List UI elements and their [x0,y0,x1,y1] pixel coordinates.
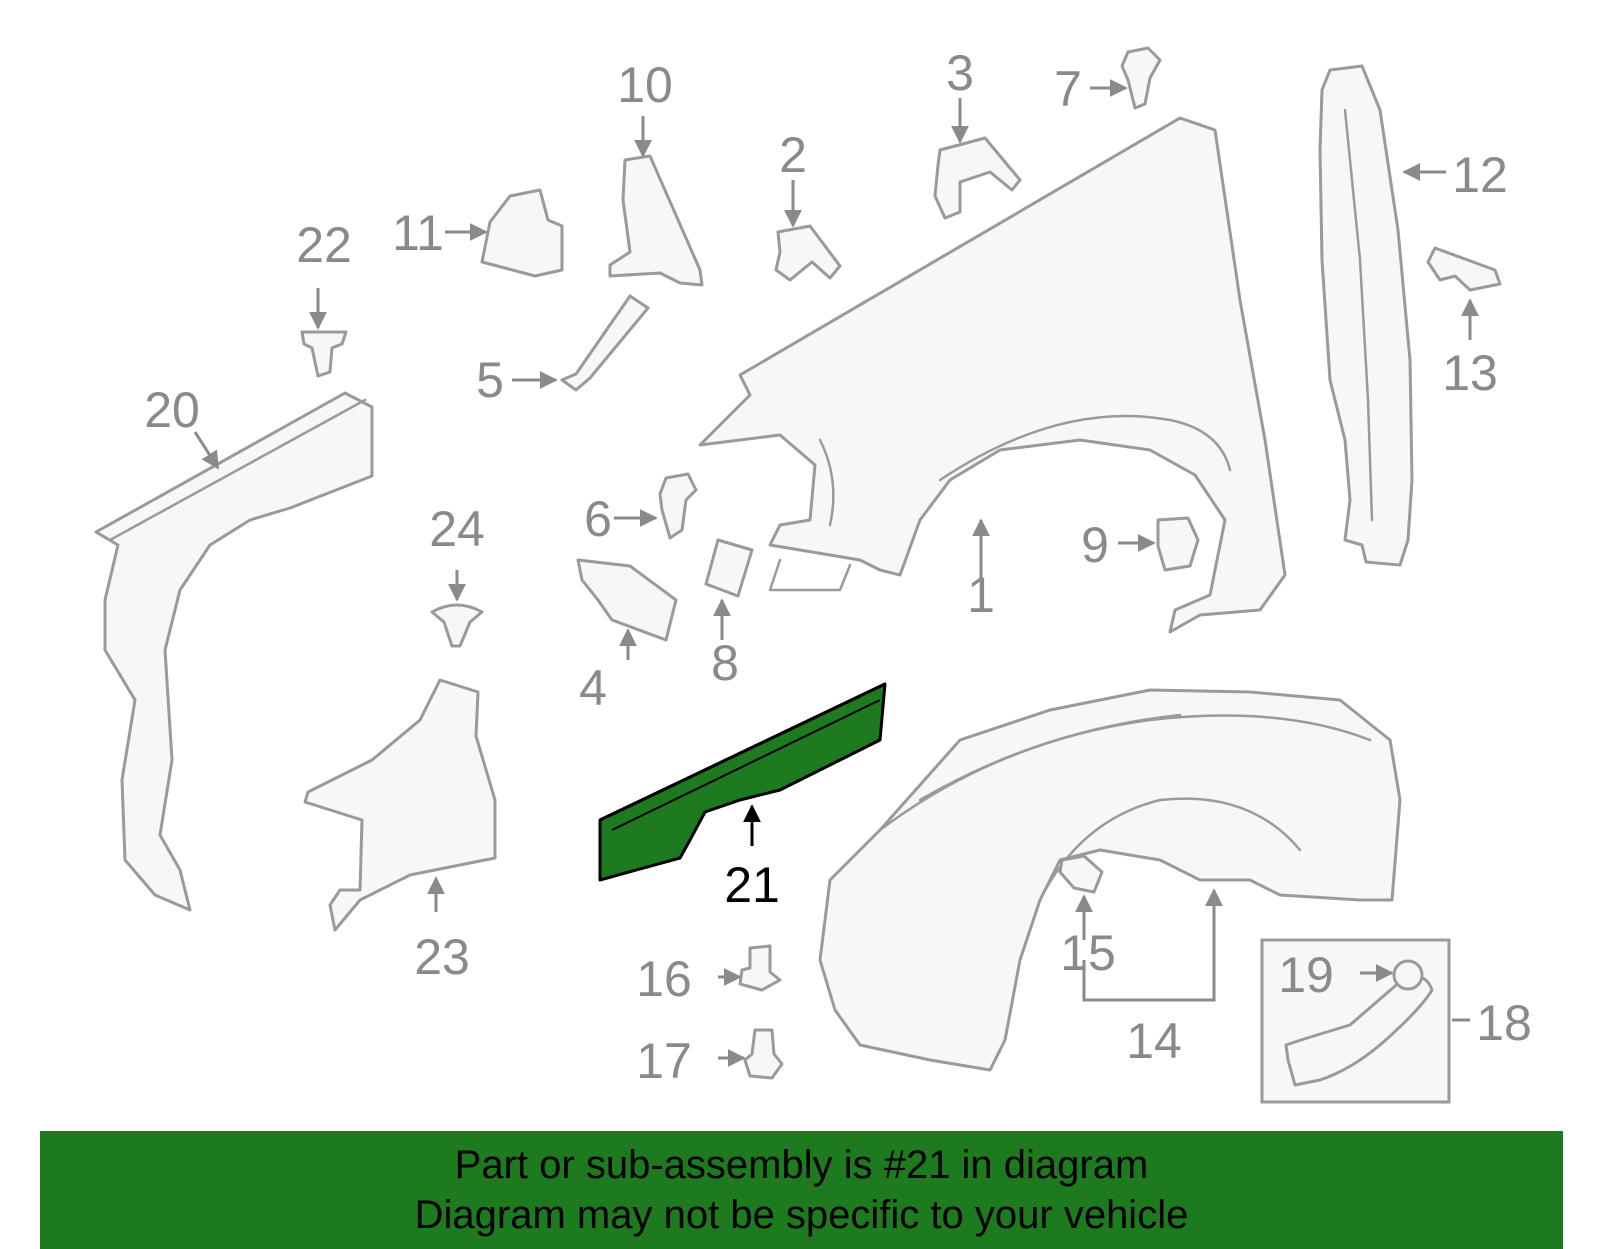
part-2-clip[interactable] [774,224,842,282]
part-16-stud[interactable] [738,944,782,992]
part-20-inner-panel[interactable] [94,391,374,912]
callout-4: 4 [579,660,607,716]
part-21-highlighted-panel[interactable] [598,682,887,882]
callout-18: 18 [1476,995,1532,1051]
part-13-clip[interactable] [1426,246,1502,292]
part-12-side-panel[interactable] [1318,64,1414,567]
part-22-push-pin[interactable] [300,330,348,378]
part-4-bracket[interactable] [576,558,678,642]
callout-22: 22 [296,217,352,273]
callout-19: 19 [1278,947,1334,1003]
part-17-bolt[interactable] [743,1028,784,1080]
info-banner: Part or sub-assembly is #21 in diagram D… [40,1131,1563,1249]
part-6-bolt[interactable] [658,472,698,540]
banner-line-1: Part or sub-assembly is #21 in diagram [454,1143,1149,1187]
callout-1: 1 [967,567,995,623]
callout-13: 13 [1442,345,1498,401]
part-7-bolt[interactable] [1120,46,1162,110]
callout-12: 12 [1452,147,1508,203]
callout-7: 7 [1054,61,1082,117]
callout-15: 15 [1060,925,1116,981]
part-18-kit-box[interactable] [1260,938,1451,1104]
callout-20: 20 [144,382,200,438]
callout-2: 2 [779,127,807,183]
part-23-splash-panel[interactable] [303,678,497,932]
callout-10: 10 [617,57,673,113]
parts-diagram: 1 2 3 4 5 6 7 8 9 10 11 12 13 14 15 16 1… [94,45,1532,1104]
part-5-strip[interactable] [560,294,650,392]
callout-24: 24 [429,501,485,557]
callout-8: 8 [711,635,739,691]
callout-5: 5 [476,352,504,408]
callout-6: 6 [584,491,612,547]
callout-17: 17 [636,1033,692,1089]
callout-3: 3 [946,45,974,101]
callout-14: 14 [1126,1013,1182,1069]
part-1-fender[interactable] [698,116,1287,634]
part-8-pad[interactable] [704,538,754,598]
part-14-wheelhouse-liner[interactable] [818,688,1402,1072]
part-10-bracket[interactable] [608,154,704,287]
callout-9: 9 [1081,517,1109,573]
callout-23: 23 [414,929,470,985]
part-15-clip[interactable] [1058,854,1104,894]
part-3-bracket[interactable] [933,136,1022,220]
banner-line-2: Diagram may not be specific to your vehi… [414,1193,1189,1237]
callout-21: 21 [724,857,780,913]
callout-16: 16 [636,951,692,1007]
part-9-clip[interactable] [1156,516,1200,572]
part-19-nut [1392,959,1424,991]
callout-11: 11 [392,205,444,261]
part-11-block[interactable] [480,188,564,278]
callout-arrows [193,79,1479,1067]
part-24-push-pin[interactable] [430,603,484,648]
